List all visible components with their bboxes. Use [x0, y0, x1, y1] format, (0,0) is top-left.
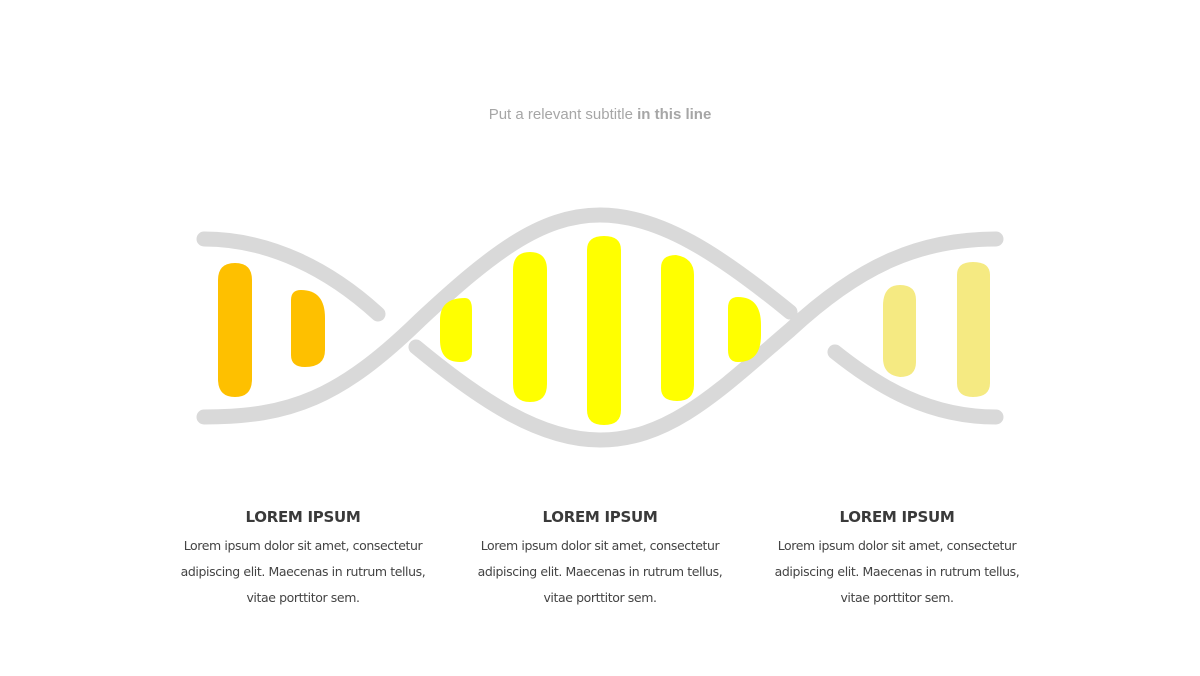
helix-strand-lower-left	[196, 207, 798, 425]
column-body-line: adipiscing elit. Maecenas in rutrum tell…	[774, 564, 1020, 579]
column-title: LOREM IPSUM	[245, 508, 361, 526]
column-body-line: adipiscing elit. Maecenas in rutrum tell…	[180, 564, 426, 579]
column-body: Lorem ipsum dolor sit amet, consectetur …	[470, 533, 730, 611]
helix-strand-right	[827, 344, 1004, 425]
rung-right-2	[957, 262, 990, 397]
info-column-2: LOREM IPSUM Lorem ipsum dolor sit amet, …	[470, 508, 730, 611]
rung-left-2	[291, 290, 325, 367]
column-body-line: vitae porttitor sem.	[840, 590, 954, 605]
column-body-line: Lorem ipsum dolor sit amet, consectetur	[777, 538, 1017, 553]
rung-center-5	[728, 297, 761, 362]
helix-strand-lower-middle	[408, 231, 1004, 448]
subtitle: Put a relevant subtitle in this line	[0, 106, 1200, 123]
column-body-line: vitae porttitor sem.	[246, 590, 360, 605]
column-body-line: Lorem ipsum dolor sit amet, consectetur	[183, 538, 423, 553]
column-title: LOREM IPSUM	[542, 508, 658, 526]
info-column-3: LOREM IPSUM Lorem ipsum dolor sit amet, …	[767, 508, 1027, 611]
rung-center-3	[587, 236, 621, 425]
rung-left-1	[218, 263, 252, 397]
rung-center-1	[440, 298, 472, 362]
column-body: Lorem ipsum dolor sit amet, consectetur …	[173, 533, 433, 611]
column-body-line: vitae porttitor sem.	[543, 590, 657, 605]
subtitle-bold: in this line	[637, 106, 712, 123]
info-column-1: LOREM IPSUM Lorem ipsum dolor sit amet, …	[173, 508, 433, 611]
rung-right-1	[883, 285, 916, 377]
helix-strand-upper-left	[196, 231, 386, 322]
rung-center-2	[513, 252, 547, 402]
column-body-line: adipiscing elit. Maecenas in rutrum tell…	[477, 564, 723, 579]
column-body: Lorem ipsum dolor sit amet, consectetur …	[767, 533, 1027, 611]
column-body-line: Lorem ipsum dolor sit amet, consectetur	[480, 538, 720, 553]
subtitle-regular: Put a relevant subtitle	[488, 106, 633, 123]
column-title: LOREM IPSUM	[839, 508, 955, 526]
rung-center-4	[661, 255, 694, 401]
